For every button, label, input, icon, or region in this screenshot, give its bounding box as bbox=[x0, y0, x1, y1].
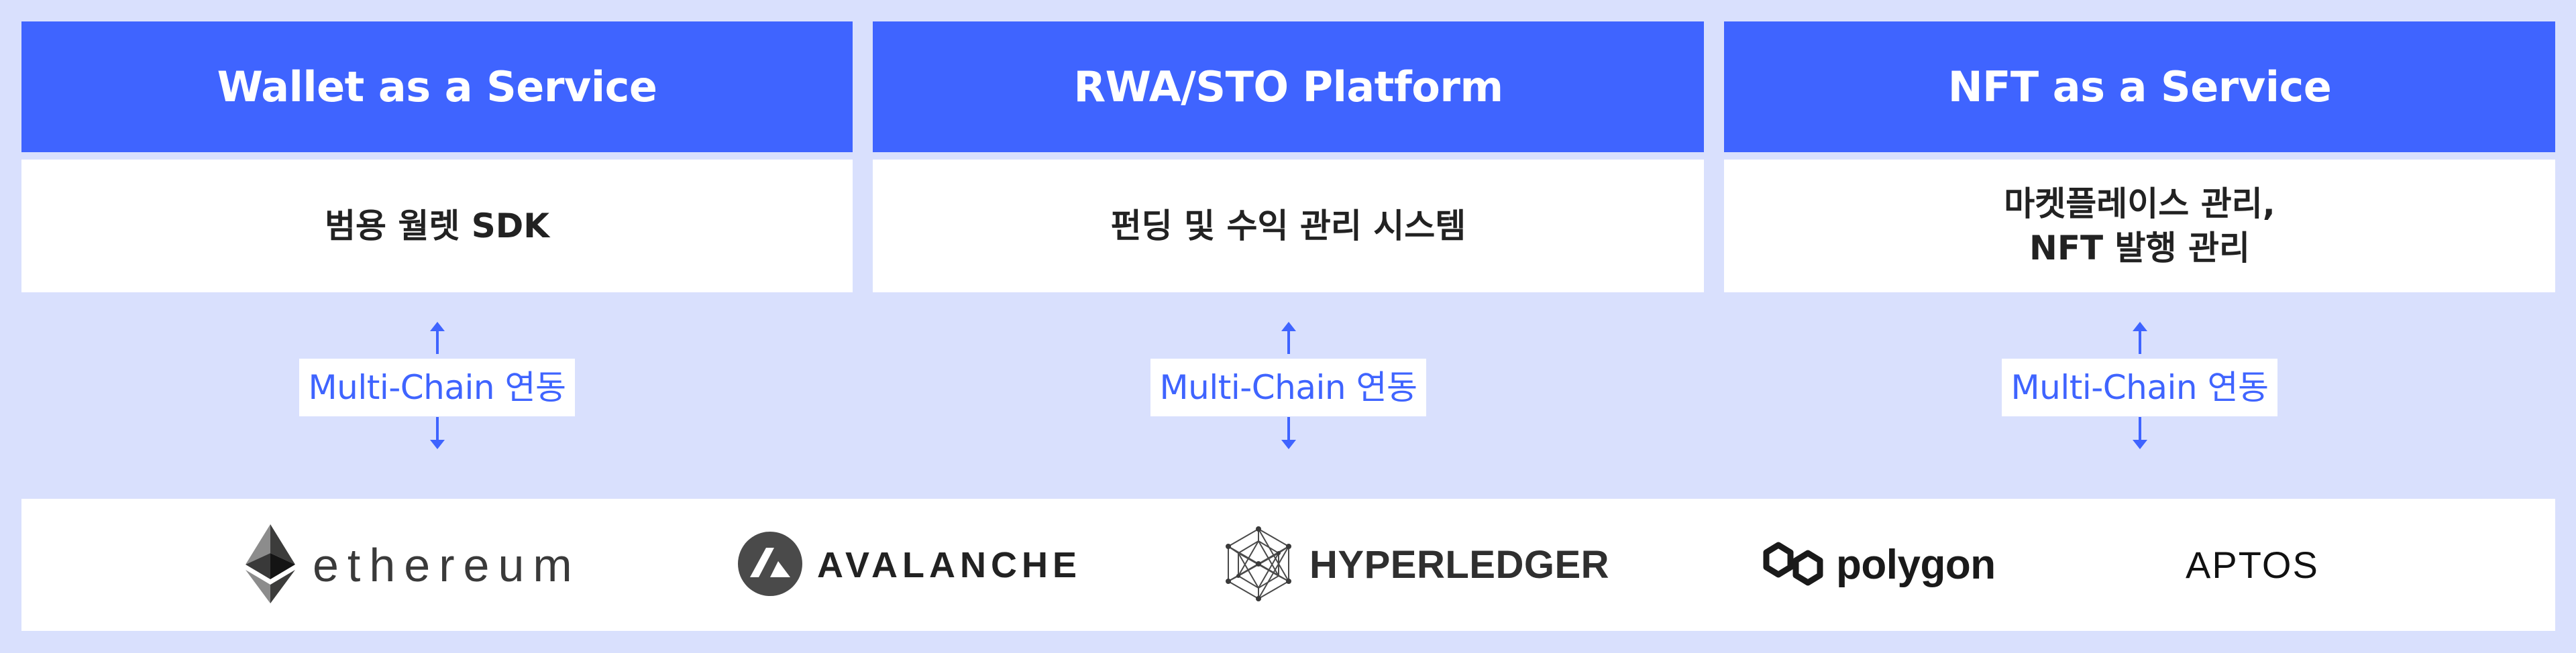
hyperledger-logo: HYPERLEDGER bbox=[1221, 499, 1609, 631]
ethereum-wordmark: ethereum bbox=[313, 538, 581, 591]
arrow-up-icon bbox=[2132, 322, 2147, 354]
chain-logos-strip: ethereum AVALANCHE bbox=[21, 499, 2555, 631]
multi-chain-connector: Multi-Chain 연동 bbox=[873, 292, 1704, 463]
arrow-up-icon bbox=[1281, 322, 1296, 354]
polygon-logo: polygon bbox=[1762, 499, 1996, 631]
service-description: 펀딩 및 수익 관리 시스템 bbox=[873, 160, 1704, 292]
service-title: RWA/STO Platform bbox=[873, 21, 1704, 152]
avalanche-logo: AVALANCHE bbox=[738, 499, 1081, 631]
service-description: 마켓플레이스 관리, NFT 발행 관리 bbox=[1724, 160, 2555, 292]
service-title: Wallet as a Service bbox=[21, 21, 853, 152]
aptos-logo: APTOS bbox=[2186, 499, 2319, 631]
multi-chain-label: Multi-Chain 연동 bbox=[2001, 359, 2278, 416]
arrow-down-icon bbox=[1281, 417, 1296, 449]
avalanche-wordmark: AVALANCHE bbox=[817, 544, 1081, 585]
aptos-wordmark: APTOS bbox=[2186, 544, 2319, 586]
polygon-wordmark: polygon bbox=[1836, 542, 1996, 588]
ethereum-logo: ethereum bbox=[246, 499, 581, 631]
ethereum-icon bbox=[246, 524, 295, 606]
service-title: NFT as a Service bbox=[1724, 21, 2555, 152]
hyperledger-wordmark: HYPERLEDGER bbox=[1309, 543, 1610, 587]
multi-chain-connector: Multi-Chain 연동 bbox=[1724, 292, 2555, 463]
service-column-wallet: Wallet as a Service 범용 월렛 SDK Multi-Chai… bbox=[21, 21, 853, 463]
service-description: 범용 월렛 SDK bbox=[21, 160, 853, 292]
service-column-nft: NFT as a Service 마켓플레이스 관리, NFT 발행 관리 Mu… bbox=[1724, 21, 2555, 463]
service-column-rwa-sto: RWA/STO Platform 펀딩 및 수익 관리 시스템 Multi-Ch… bbox=[873, 21, 1704, 463]
polygon-icon bbox=[1762, 536, 1824, 594]
hyperledger-icon bbox=[1221, 526, 1296, 604]
multi-chain-connector: Multi-Chain 연동 bbox=[21, 292, 853, 463]
arrow-up-icon bbox=[429, 322, 445, 354]
arrow-down-icon bbox=[429, 417, 445, 449]
arrow-down-icon bbox=[2132, 417, 2147, 449]
multi-chain-label: Multi-Chain 연동 bbox=[299, 359, 576, 416]
multi-chain-label: Multi-Chain 연동 bbox=[1150, 359, 1427, 416]
avalanche-icon bbox=[738, 531, 802, 599]
